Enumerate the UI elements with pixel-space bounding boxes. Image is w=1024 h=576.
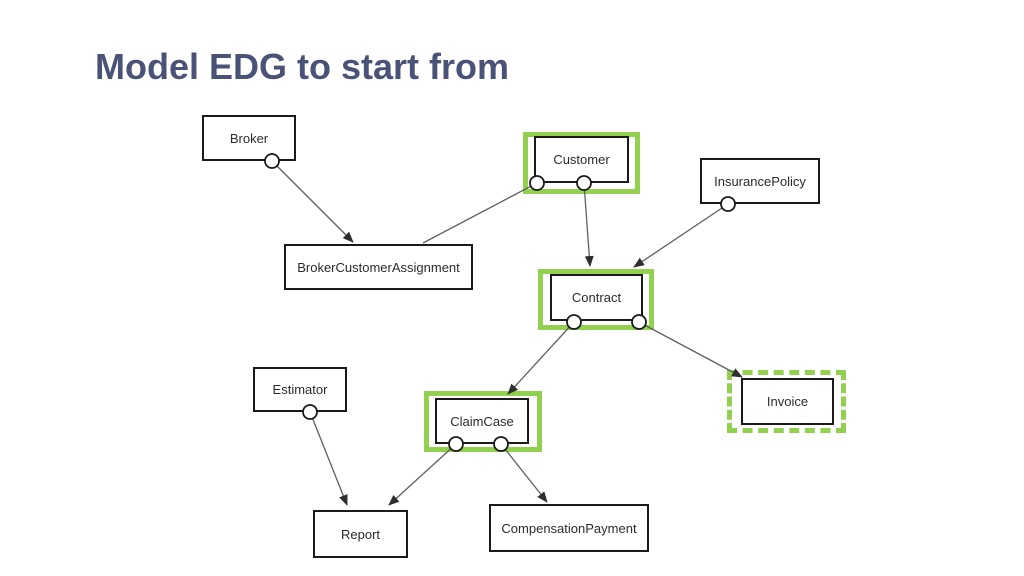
highlight-frame-customer [523, 132, 640, 194]
edge-claimcase-to-compensationpayment [500, 443, 548, 503]
edge-contract-to-claimcase [507, 321, 575, 395]
node-broker-customer-assignment: BrokerCustomerAssignment [284, 244, 473, 290]
highlight-frame-invoice [727, 370, 846, 433]
node-broker: Broker [202, 115, 296, 161]
page-title: Model EDG to start from [95, 46, 510, 87]
highlight-frame-claim-case [424, 391, 542, 452]
edge-claimcase-to-report [388, 443, 457, 506]
node-customer: Customer [534, 136, 629, 183]
edge-customer-to-contract [583, 182, 594, 267]
node-invoice: Invoice [741, 378, 834, 425]
node-estimator: Estimator [253, 367, 347, 412]
node-contract: Contract [550, 274, 643, 321]
edge-broker-to-brokercustomerassignment [271, 160, 354, 243]
edge-customer-to-brokercustomerassignment [422, 182, 538, 244]
edge-insurancepolicy-to-contract [633, 203, 729, 268]
edge-estimator-to-report [309, 411, 348, 506]
highlight-frame-contract [538, 269, 654, 330]
node-report: Report [313, 510, 408, 558]
node-compensation-payment: CompensationPayment [489, 504, 649, 552]
node-insurance-policy: InsurancePolicy [700, 158, 820, 204]
node-claim-case: ClaimCase [435, 398, 529, 444]
edge-contract-to-invoice [638, 321, 743, 378]
